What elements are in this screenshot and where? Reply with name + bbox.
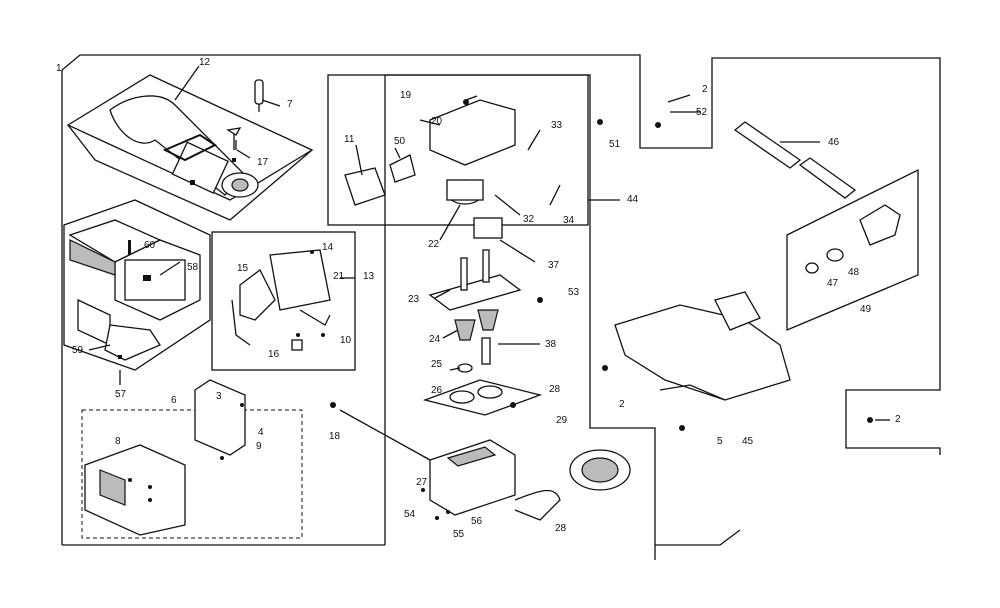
callout-28b: 28 (555, 523, 567, 534)
callout-50: 50 (394, 136, 406, 147)
part-24-valve-seats (454, 309, 499, 373)
callout-44: 44 (627, 194, 639, 205)
part-23-plate (428, 249, 522, 311)
callout-53: 53 (568, 287, 580, 298)
part-22-solenoid (446, 179, 503, 239)
callout-37: 37 (548, 260, 560, 271)
callout-20: 20 (431, 116, 443, 127)
callout-55: 55 (453, 529, 465, 540)
callout-59: 59 (72, 345, 84, 356)
leader-lines (88, 65, 890, 461)
part-17-screw (226, 127, 242, 150)
small-screws (330, 119, 873, 431)
part-valve-body (421, 439, 516, 520)
callout-27: 27 (416, 477, 428, 488)
callout-14: 14 (322, 242, 334, 253)
callout-10: 10 (340, 335, 352, 346)
callout-1: 1 (56, 63, 62, 74)
callout-2a: 2 (702, 84, 708, 95)
callout-16: 16 (268, 349, 280, 360)
callout-56: 56 (471, 516, 483, 527)
callout-7: 7 (287, 99, 293, 110)
callout-13: 13 (363, 271, 375, 282)
part-46-pipe (733, 121, 857, 199)
callout-9: 9 (256, 441, 262, 452)
callout-5: 5 (717, 436, 723, 447)
callout-19: 19 (400, 90, 412, 101)
callout-54: 54 (404, 509, 416, 520)
callout-8: 8 (115, 436, 121, 447)
callout-21: 21 (333, 271, 345, 282)
callout-52: 52 (696, 107, 708, 118)
part-20-valve-cover (327, 74, 589, 226)
callout-60: 60 (144, 240, 156, 251)
callout-2c: 2 (895, 414, 901, 425)
part-49-fitting-assembly (786, 168, 919, 331)
part-7-pin (254, 79, 264, 112)
callout-34: 34 (563, 215, 575, 226)
callout-49: 49 (860, 304, 872, 315)
part-26-gasket (422, 379, 543, 416)
callout-47: 47 (827, 278, 839, 289)
part-45-base-bracket (614, 291, 791, 401)
callout-32: 32 (523, 214, 535, 225)
callout-2b: 2 (619, 399, 625, 410)
callout-17: 17 (257, 157, 269, 168)
callout-33: 33 (551, 120, 563, 131)
callout-57: 57 (115, 389, 127, 400)
callout-11: 11 (344, 134, 355, 145)
callout-3: 3 (216, 391, 222, 402)
callout-28a: 28 (549, 384, 561, 395)
callout-45: 45 (742, 436, 754, 447)
part-13-bracket-assembly (211, 231, 356, 371)
callout-18: 18 (329, 431, 341, 442)
part-6-valve-bracket (81, 379, 303, 539)
callout-4: 4 (258, 427, 264, 438)
callout-38: 38 (545, 339, 557, 350)
callout-46: 46 (828, 137, 840, 148)
callout-25: 25 (431, 359, 443, 370)
callout-48: 48 (848, 267, 860, 278)
callout-6: 6 (171, 395, 177, 406)
callout-24: 24 (429, 334, 441, 345)
callout-51: 51 (609, 139, 621, 150)
callout-26: 26 (431, 385, 443, 396)
callout-12: 12 (199, 57, 211, 68)
callout-15: 15 (237, 263, 249, 274)
part-57-igniter-assembly (63, 199, 211, 385)
callout-58: 58 (187, 262, 199, 273)
part-29-ring (514, 449, 631, 521)
callout-23: 23 (408, 294, 420, 305)
callout-22: 22 (428, 239, 440, 250)
callout-29: 29 (556, 415, 568, 426)
part-12-burner-assembly (66, 74, 314, 221)
